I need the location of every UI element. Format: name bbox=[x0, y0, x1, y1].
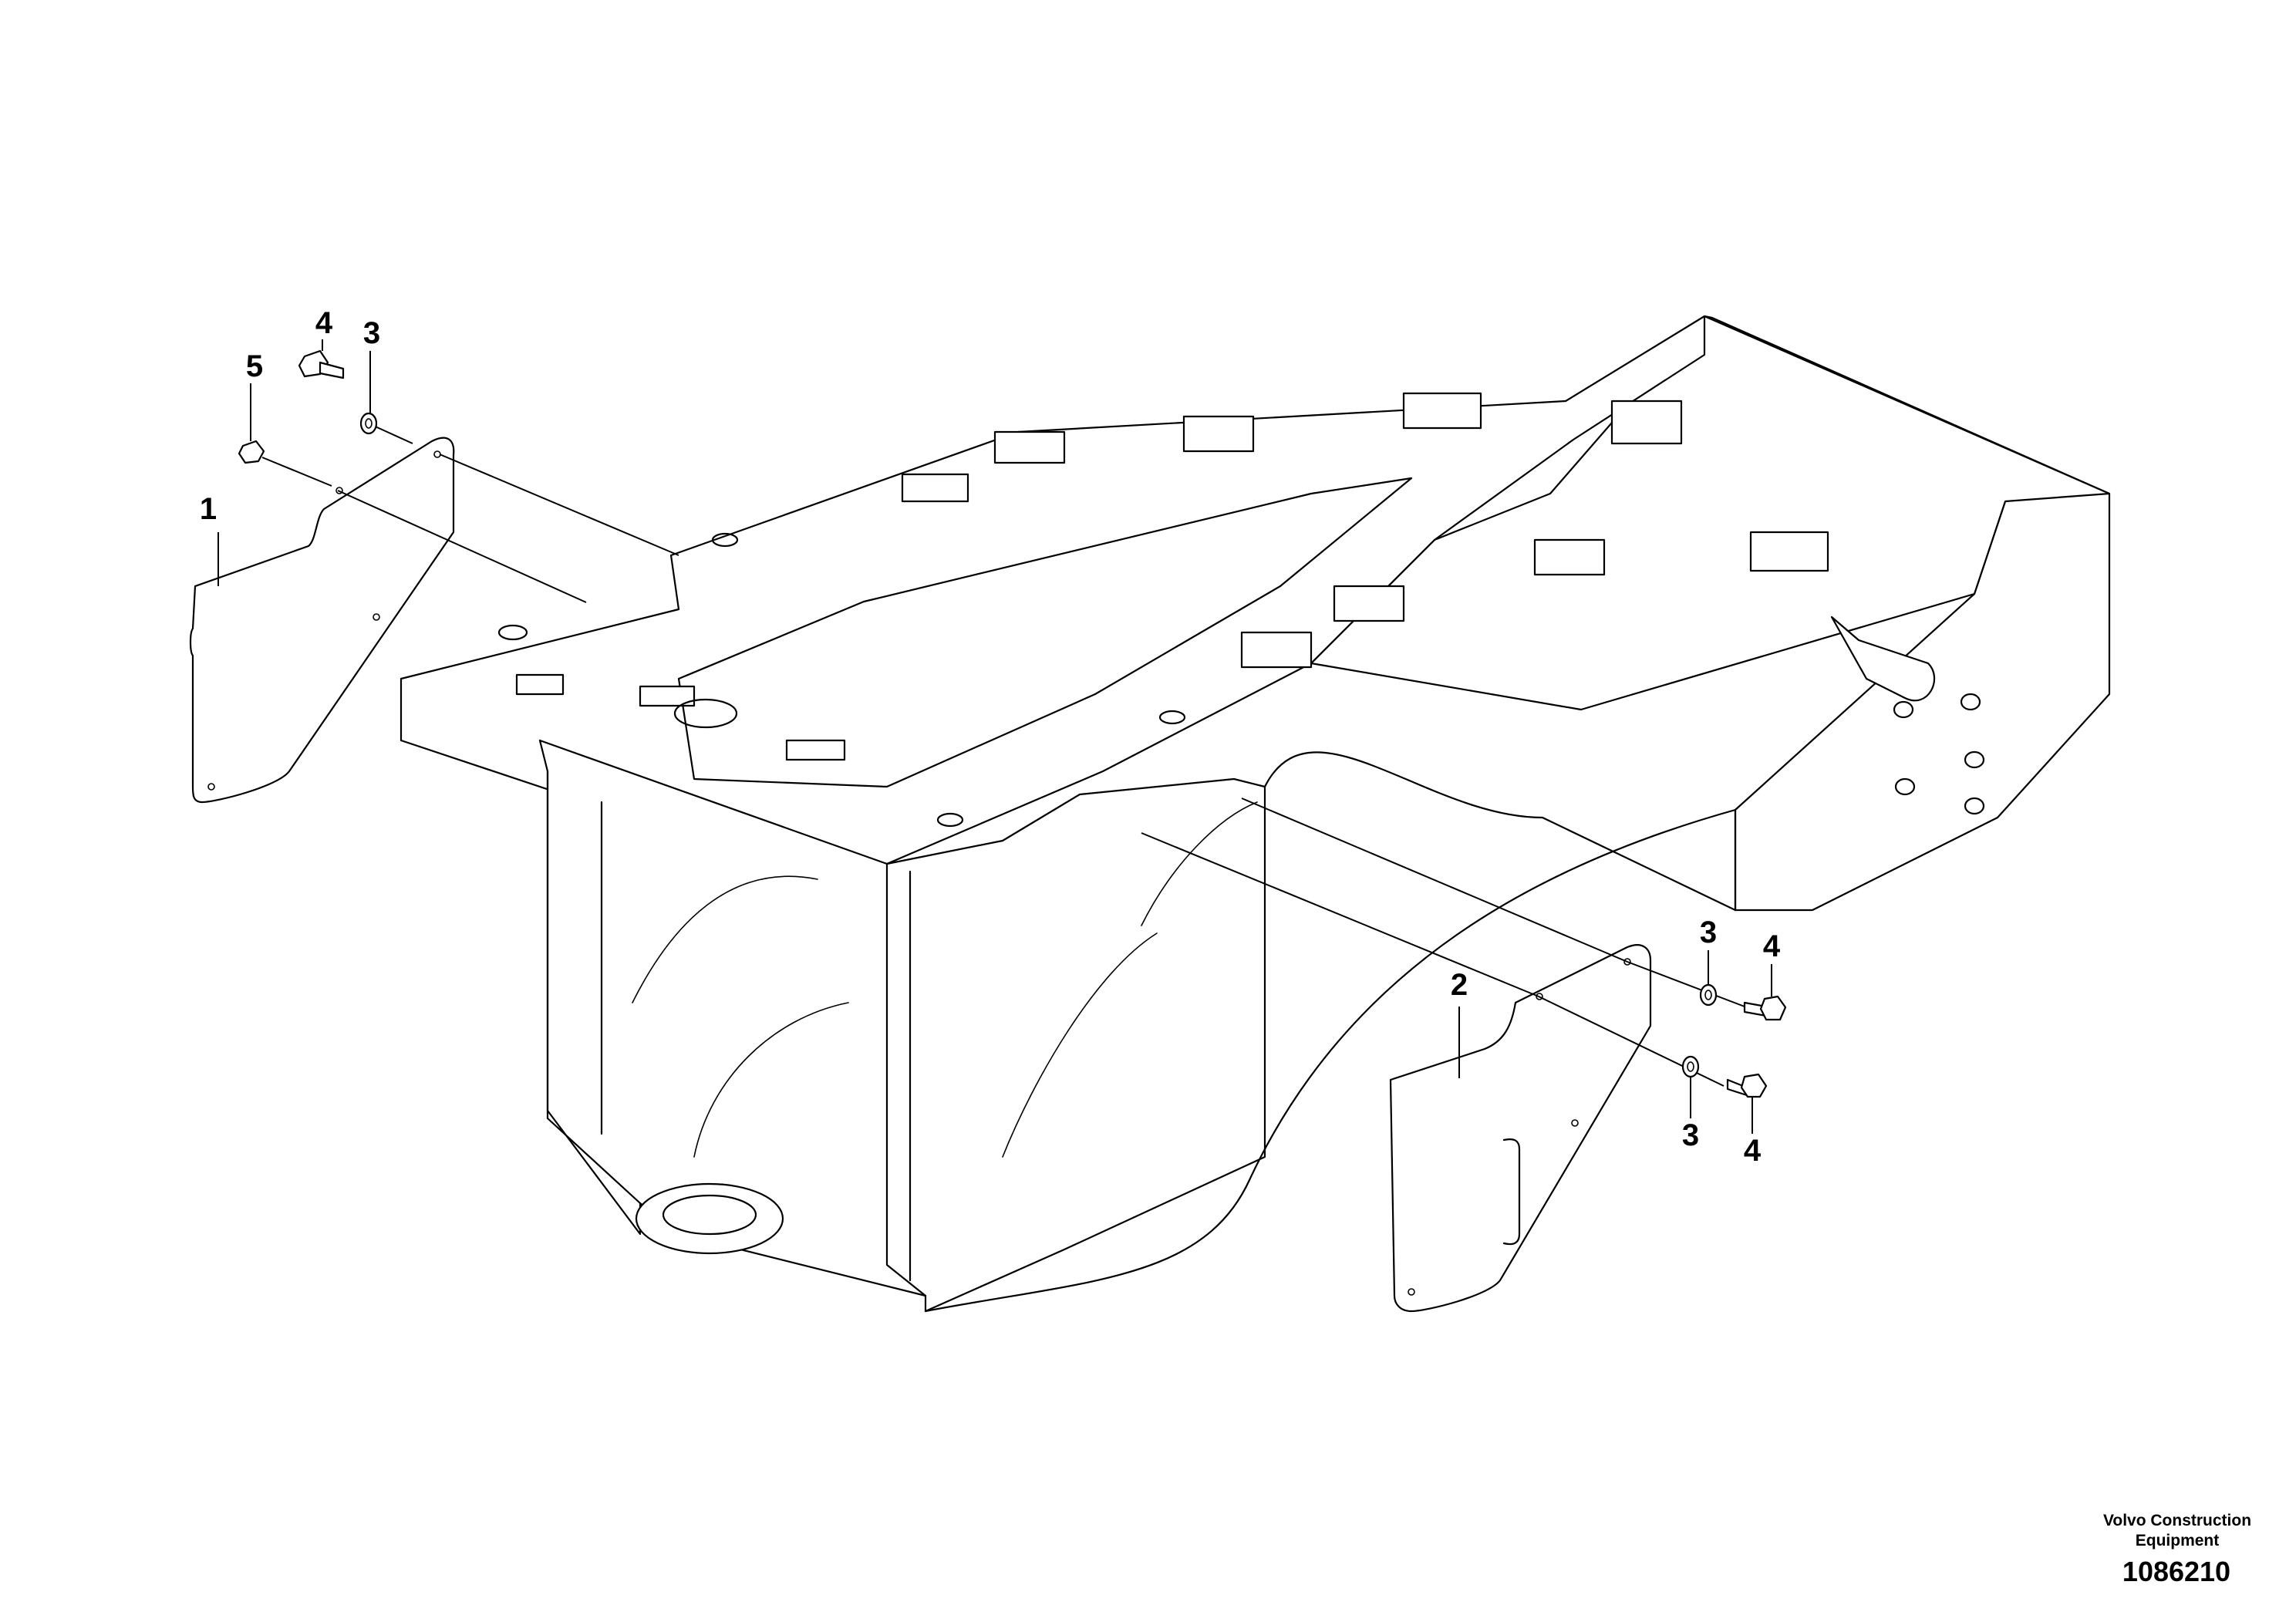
callout-label: 3 bbox=[1700, 916, 1717, 949]
pivot-ring-inner bbox=[662, 1194, 757, 1236]
callout-labels: 1 2 3 3 3 4 4 4 5 bbox=[200, 306, 1781, 1168]
assembly-line-left-bolt5 bbox=[261, 457, 332, 487]
bolt-right-lower bbox=[1726, 1073, 1768, 1098]
cover-plate-2-hole-b bbox=[1623, 958, 1631, 966]
deck-hole-3 bbox=[936, 812, 964, 828]
deck-opening bbox=[677, 477, 1413, 788]
mount-pad-5 bbox=[1610, 400, 1683, 445]
inner-arch-left bbox=[632, 875, 818, 1003]
assembly-line-left-bolt4 bbox=[369, 423, 413, 444]
mount-pad-4 bbox=[1402, 392, 1482, 430]
mount-pad-8 bbox=[1533, 538, 1606, 576]
deck-hole-2 bbox=[673, 698, 738, 729]
washer-left bbox=[359, 412, 378, 435]
top-deck-plate bbox=[400, 315, 1706, 881]
mount-pad-6 bbox=[1240, 631, 1313, 669]
inner-arch-mid bbox=[693, 1002, 849, 1158]
inner-arch-right bbox=[1141, 801, 1258, 926]
cover-plate-2-hole-d bbox=[1408, 1288, 1415, 1296]
pivot-ring-outer bbox=[635, 1182, 784, 1255]
mount-pad-3 bbox=[1182, 415, 1255, 453]
washer-right-upper bbox=[1699, 983, 1718, 1007]
cover-plate-2-handle bbox=[1502, 1138, 1521, 1246]
callout-label: 1 bbox=[200, 492, 217, 526]
mount-pad-1 bbox=[901, 473, 969, 503]
side-hole-2 bbox=[1893, 700, 1914, 719]
front-pillar bbox=[885, 862, 927, 1297]
callout-label: 3 bbox=[1682, 1118, 1699, 1152]
rear-body-curve bbox=[924, 751, 1737, 1313]
cover-plate-1-outline bbox=[189, 437, 455, 804]
callout-label: 4 bbox=[1763, 929, 1781, 963]
callout-label: 2 bbox=[1451, 968, 1468, 1002]
side-hole-3 bbox=[1964, 750, 1985, 769]
deck-hole-1 bbox=[497, 624, 528, 641]
side-hole-1 bbox=[1960, 693, 1981, 711]
bolt-right-upper bbox=[1743, 995, 1787, 1021]
cover-plate-1-hole-c bbox=[373, 613, 380, 621]
washer-right-upper-hole bbox=[1704, 990, 1712, 1000]
side-hole-5 bbox=[1964, 797, 1985, 815]
bolt-left bbox=[298, 349, 345, 379]
cover-plate-2-hole-a bbox=[1536, 993, 1543, 1000]
mount-pad-9 bbox=[1749, 531, 1829, 572]
cover-plate-2-outline bbox=[1389, 944, 1652, 1313]
drawing-number: 1086210 bbox=[2122, 1556, 2230, 1587]
fasteners bbox=[238, 349, 1787, 1098]
callout-label: 3 bbox=[363, 316, 380, 350]
assembly-line-right-lower bbox=[1141, 832, 1539, 997]
assembly-line-left-upper bbox=[439, 454, 679, 556]
mount-pad-7 bbox=[1333, 585, 1405, 622]
washer-left-hole bbox=[365, 418, 373, 429]
title-block: Volvo Construction Equipment 1086210 bbox=[2103, 1512, 2251, 1587]
cover-plate-2 bbox=[1389, 944, 1652, 1313]
callout-label: 4 bbox=[315, 306, 333, 340]
deck-hole-5 bbox=[711, 532, 739, 548]
mount-pad-12 bbox=[785, 739, 846, 761]
washer-right-lower bbox=[1681, 1055, 1700, 1078]
assembly-line-right-upper bbox=[1241, 798, 1628, 963]
front-lower-body bbox=[538, 739, 1266, 1313]
assembly-line-left-lower bbox=[337, 490, 587, 603]
cover-plate-1-hole-d bbox=[207, 783, 215, 791]
cover-plate-1-hole-a bbox=[335, 487, 343, 494]
washer-right-lower-hole bbox=[1687, 1061, 1694, 1072]
callout-label: 4 bbox=[1744, 1134, 1762, 1168]
callout-label: 5 bbox=[246, 349, 263, 383]
left-pillar bbox=[546, 770, 642, 1205]
assembly-line-right-bolt-upper bbox=[1627, 961, 1755, 1011]
credit-line-2: Equipment bbox=[2136, 1532, 2220, 1549]
deck-hole-4 bbox=[1158, 710, 1186, 725]
nut-left bbox=[238, 440, 265, 464]
assembly-lines bbox=[261, 423, 1755, 1087]
inner-arch-right-2 bbox=[1002, 932, 1158, 1158]
cover-plate-2-hole-c bbox=[1571, 1119, 1579, 1127]
machine-frame-drawing bbox=[400, 315, 2111, 1313]
credit-line-1: Volvo Construction bbox=[2103, 1512, 2251, 1529]
mount-pad-10 bbox=[515, 673, 565, 696]
mount-pad-2 bbox=[993, 430, 1066, 464]
cover-plate-1 bbox=[189, 437, 455, 804]
rear-lug bbox=[1830, 615, 1936, 702]
callout-leaders bbox=[217, 339, 1772, 1134]
side-hole-4 bbox=[1894, 777, 1916, 796]
